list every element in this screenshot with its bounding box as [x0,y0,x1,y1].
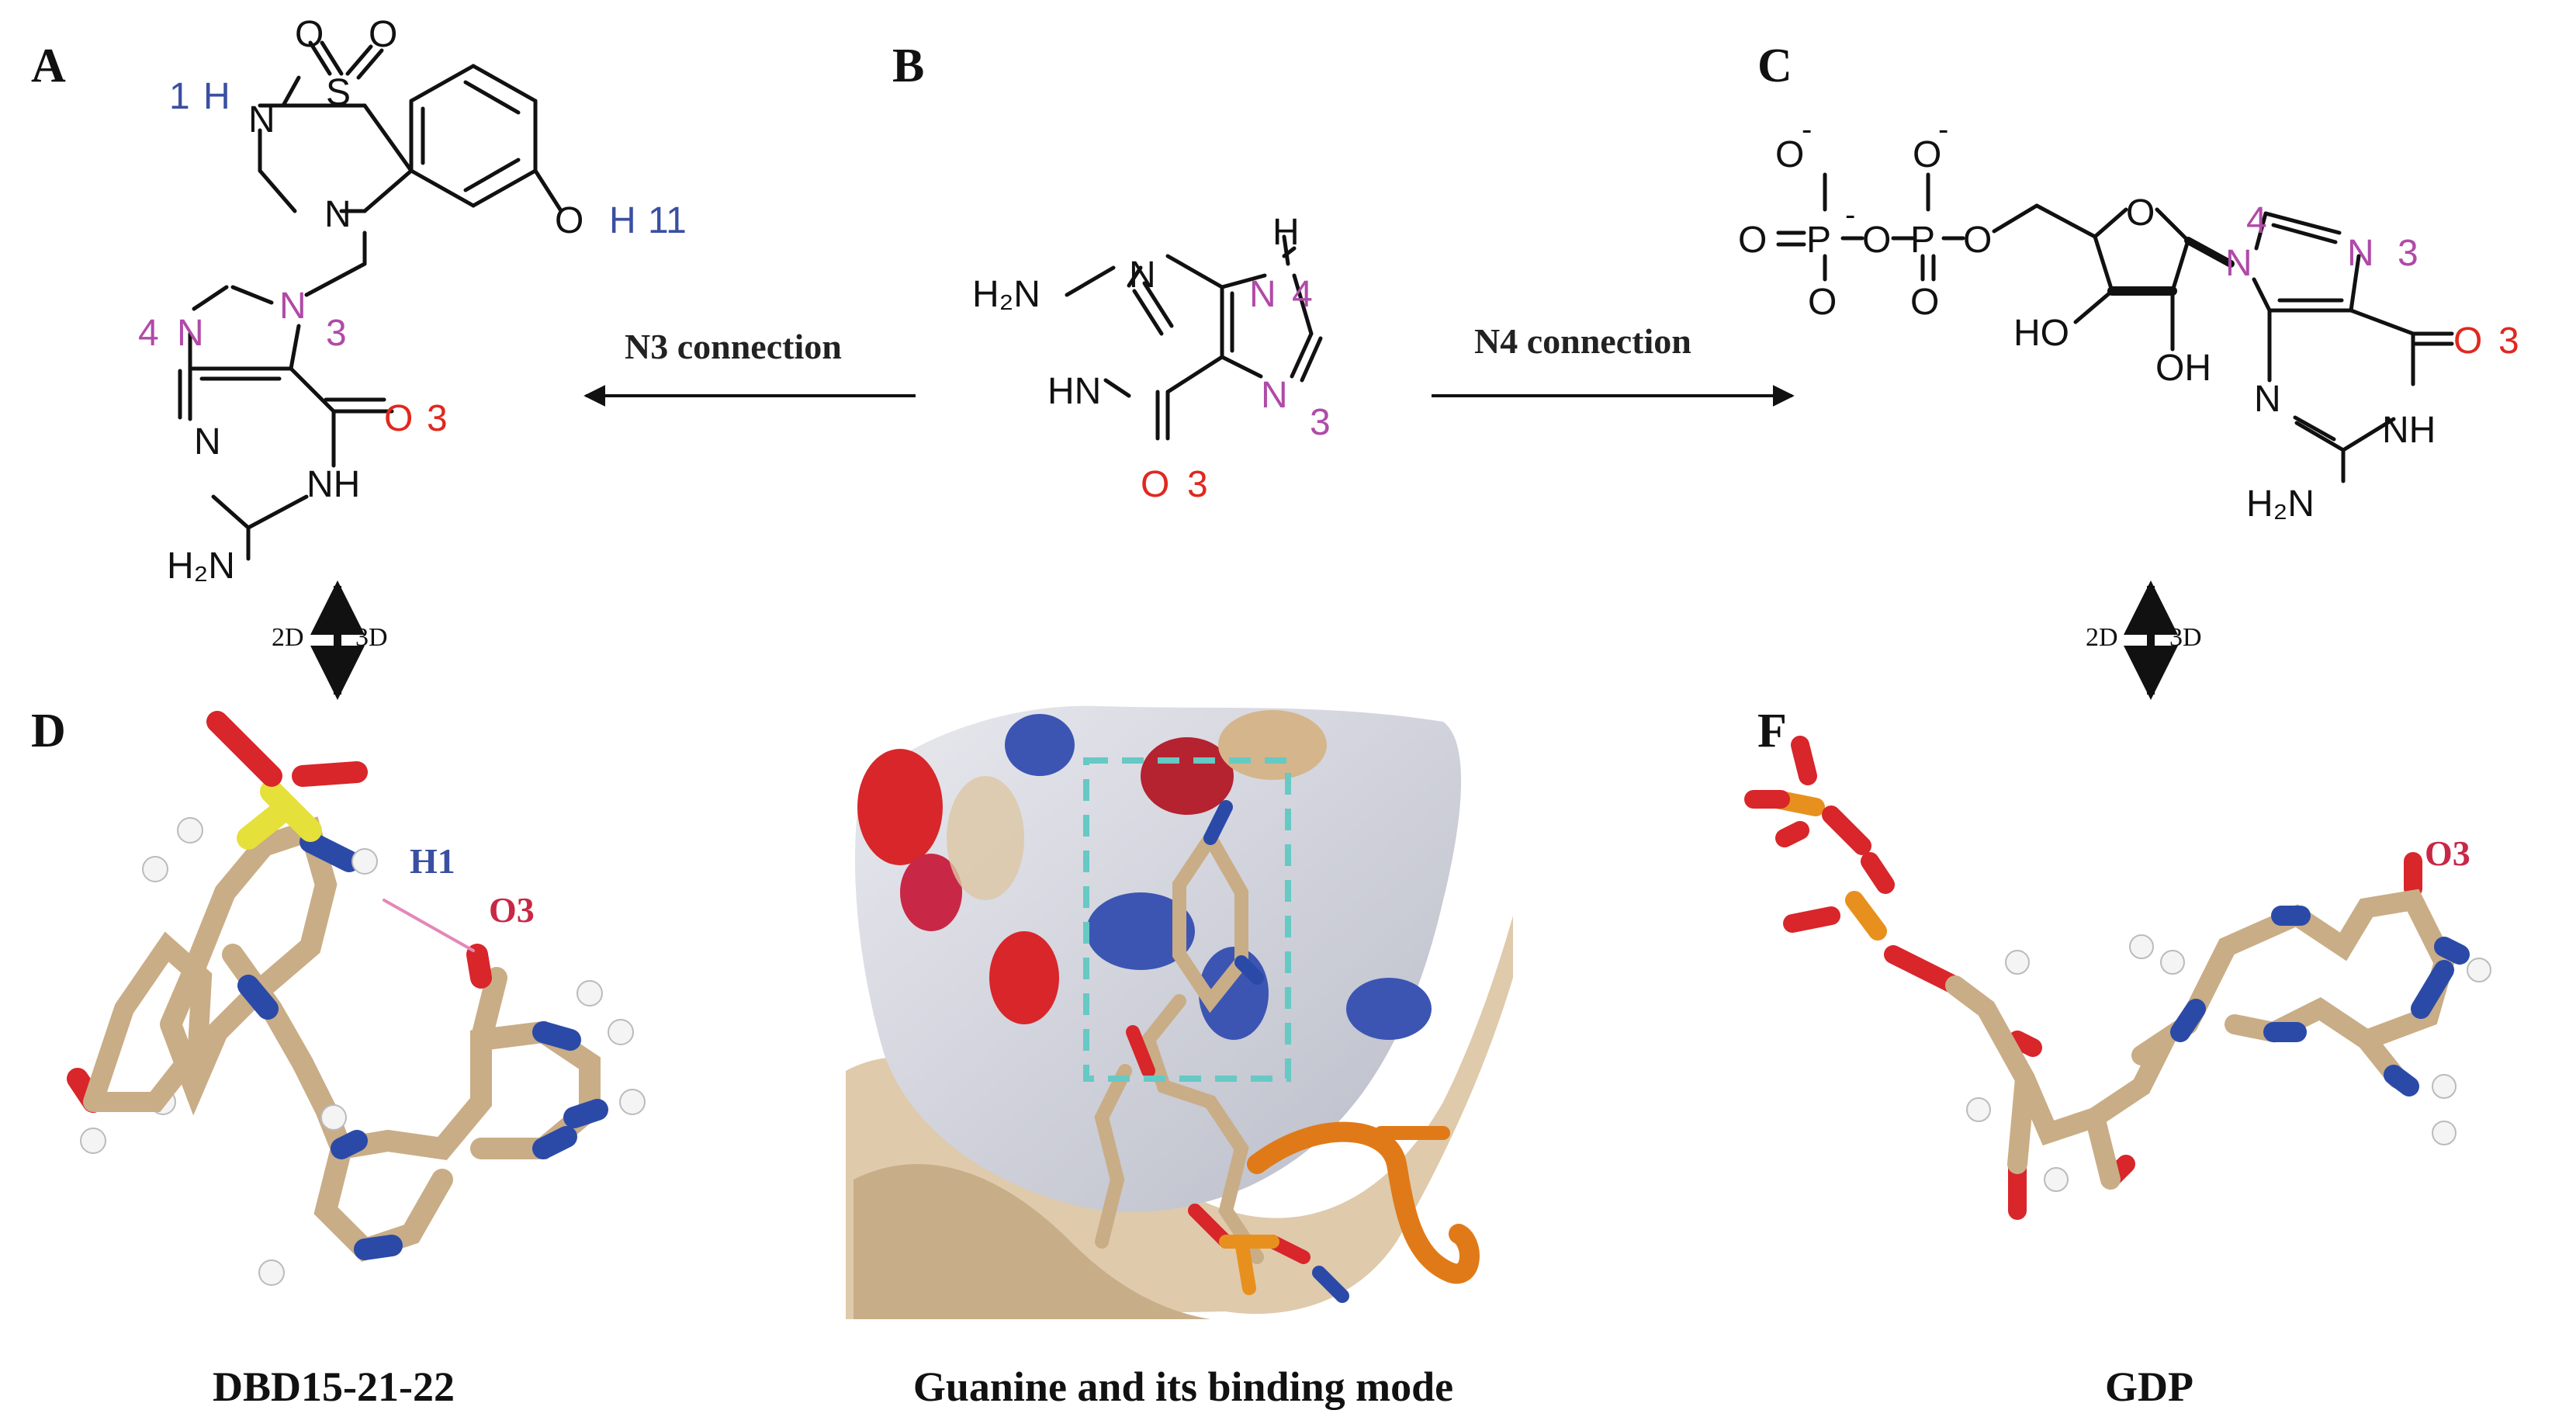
mol-c-minus3: - [1938,113,1948,147]
mol-c-ho: HO [2013,313,2069,354]
mol-c-p1: P [1806,220,1831,261]
dim-3d-left: 3D [355,623,388,652]
mol-a-num-o3: 3 [427,398,448,439]
mol-c-num-4: 4 [2246,200,2267,241]
mol-c-n4: N [2225,243,2252,284]
mol-c-o7: O [1910,282,1939,323]
panel-label-d: D [31,705,66,757]
caption-dbd15: DBD15-21-22 [213,1363,455,1410]
mol-a-n4: N [177,313,204,354]
binding-pocket-e [846,702,1515,1323]
mol-a-s: S [326,72,351,113]
model-3d-dbd15 [67,711,646,1286]
mol-c-n3: N [2347,233,2374,274]
caption-gdp: GDP [2105,1363,2193,1410]
mol-a-h2n: H₂N [167,546,235,587]
mol-c-o-carbonyl: O [2453,320,2482,362]
mol-a-n-ring: N [324,194,351,235]
mol-b-h: H [1272,212,1300,253]
mol-a-num-4: 4 [138,313,159,354]
mol-c-num-o3: 3 [2498,320,2519,362]
mol-a-oh-h: H [609,200,636,241]
mol-a-n-lower: N [194,421,221,463]
mol-c-o-ring: O [2126,192,2155,234]
mol-c-num-3: 3 [2398,233,2418,274]
caption-guanine: Guanine and its binding mode [913,1363,1453,1410]
mol-b-o: O [1141,464,1169,505]
molecule-b-atoms: H N 4 H₂N N HN N 3 O 3 [972,212,1331,505]
molecule-b-structure [1065,234,1323,441]
panel-label-c: C [1757,40,1792,92]
panel-label-b: B [892,40,924,92]
mol-a-n1: N [248,99,275,140]
molecule-c-structure [1776,172,2454,483]
mol-a-oh-o: O [555,200,583,241]
mol-a-h1: H [203,76,230,117]
mol-c-nh: NH [2382,410,2436,451]
mol-a-o-b: O [369,14,397,55]
molecule-a-structure [178,40,563,561]
mol-c-h2n: H₂N [2246,483,2315,525]
mol-c-minus1: - [1802,113,1812,147]
mol-c-minus2: - [1845,198,1855,232]
mol-a-o-carbonyl: O [384,398,413,439]
mol-b-n3: N [1261,375,1288,416]
panel-label-a: A [31,40,66,92]
binding-site-box [1083,757,1291,1082]
label-o3-f: O3 [2425,833,2470,873]
hydrogen-bond-d [383,899,475,952]
mol-a-num-3: 3 [326,313,347,354]
molecule-a-atoms: 1 H N S O O N O H 11 4 N N 3 O 3 N NH H₂… [138,14,687,587]
mol-b-h2n: H₂N [972,274,1040,315]
mol-c-o5: O [1913,134,1941,175]
mol-a-num-1: 1 [169,76,190,117]
dimension-arrows [310,580,2178,700]
label-o3-d: O3 [489,890,535,930]
model-3d-gdp [1744,736,2491,1220]
mol-b-num-3: 3 [1310,402,1331,443]
n3-connection-label: N3 connection [625,327,842,366]
mol-c-o6: O [1963,220,1992,261]
mol-c-o3: O [1862,220,1891,261]
label-h1: H1 [410,841,455,881]
mol-b-n4: N [1249,274,1276,315]
dim-3d-right: 3D [2169,623,2202,652]
n4-connection-label: N4 connection [1474,321,1691,361]
mol-a-nh: NH [306,464,360,505]
mol-c-o2: O [1738,220,1767,261]
mol-a-num-11: 11 [648,200,687,241]
mol-b-num-4: 4 [1292,274,1313,315]
mol-b-hn: HN [1047,371,1101,412]
dim-2d-right: 2D [2086,623,2118,652]
mol-c-p2: P [1910,220,1935,261]
mol-c-n-lower: N [2254,379,2281,420]
mol-a-o-a: O [295,14,324,55]
dim-2d-left: 2D [272,623,304,652]
mol-b-n-top: N [1129,255,1156,296]
mol-c-o4: O [1808,282,1837,323]
mol-c-oh: OH [2155,348,2211,389]
mol-a-n3: N [279,286,306,327]
mol-b-num-o3: 3 [1187,464,1208,505]
molecule-c-atoms: O - O P - O O O - P O O O N 4 N 3 O 3 HO… [1738,113,2519,525]
panel-label-f: F [1757,705,1787,757]
mol-c-o1: O [1775,134,1804,175]
